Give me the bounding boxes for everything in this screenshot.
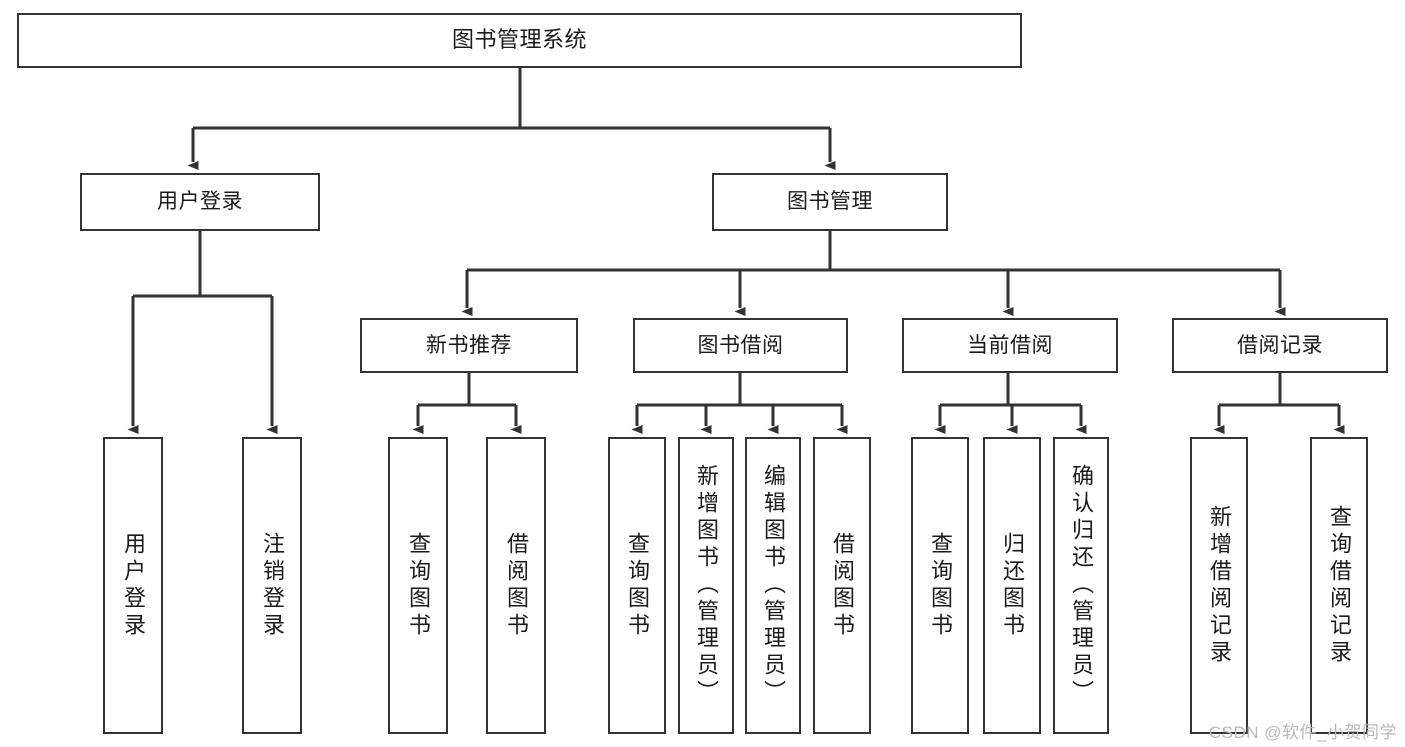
node-leaf-borrow-book-1[interactable]: 借阅图书 xyxy=(486,437,546,734)
node-root[interactable]: 图书管理系统 xyxy=(17,13,1022,68)
node-leaf-add-book-label: 新增图书（管理员） xyxy=(694,464,719,707)
node-leaf-query-book-1-label: 查询图书 xyxy=(406,531,431,640)
node-leaf-add-record[interactable]: 新增借阅记录 xyxy=(1190,437,1248,734)
node-leaf-query-book-2[interactable]: 查询图书 xyxy=(608,437,666,734)
node-leaf-return-book-label: 归还图书 xyxy=(1000,531,1025,640)
node-leaf-query-book-2-label: 查询图书 xyxy=(625,531,650,640)
node-leaf-borrow-book-1-label: 借阅图书 xyxy=(504,531,529,640)
node-leaf-return-book[interactable]: 归还图书 xyxy=(983,437,1041,734)
node-book-borrow[interactable]: 图书借阅 xyxy=(633,318,848,373)
node-leaf-query-book-3[interactable]: 查询图书 xyxy=(911,437,969,734)
node-leaf-query-book-1[interactable]: 查询图书 xyxy=(388,437,448,734)
node-current-borrow[interactable]: 当前借阅 xyxy=(902,318,1118,373)
node-leaf-query-book-3-label: 查询图书 xyxy=(928,531,953,640)
node-leaf-query-record[interactable]: 查询借阅记录 xyxy=(1310,437,1368,734)
node-leaf-add-book[interactable]: 新增图书（管理员） xyxy=(678,437,734,734)
node-borrow-record-label: 借阅记录 xyxy=(1237,333,1323,357)
node-leaf-edit-book[interactable]: 编辑图书（管理员） xyxy=(745,437,801,734)
node-root-label: 图书管理系统 xyxy=(451,27,587,53)
node-borrow-record[interactable]: 借阅记录 xyxy=(1172,318,1388,373)
node-leaf-query-record-label: 查询借阅记录 xyxy=(1327,504,1352,667)
node-leaf-logout[interactable]: 注销登录 xyxy=(242,437,302,734)
node-leaf-edit-book-label: 编辑图书（管理员） xyxy=(761,464,786,707)
node-new-book-rec[interactable]: 新书推荐 xyxy=(360,318,578,373)
node-leaf-borrow-book-2[interactable]: 借阅图书 xyxy=(813,437,871,734)
node-book-manage[interactable]: 图书管理 xyxy=(712,173,948,231)
node-leaf-user-login[interactable]: 用户登录 xyxy=(103,437,163,734)
node-leaf-user-login-label: 用户登录 xyxy=(121,531,146,640)
node-leaf-confirm-return-label: 确认归还（管理员） xyxy=(1069,464,1094,707)
node-book-borrow-label: 图书借阅 xyxy=(697,333,784,357)
node-user-login[interactable]: 用户登录 xyxy=(80,173,320,231)
node-book-manage-label: 图书管理 xyxy=(787,190,873,214)
node-current-borrow-label: 当前借阅 xyxy=(967,333,1053,357)
node-leaf-add-record-label: 新增借阅记录 xyxy=(1207,504,1232,667)
node-leaf-logout-label: 注销登录 xyxy=(260,531,285,640)
node-leaf-borrow-book-2-label: 借阅图书 xyxy=(830,531,855,640)
node-leaf-confirm-return[interactable]: 确认归还（管理员） xyxy=(1053,437,1109,734)
node-new-book-rec-label: 新书推荐 xyxy=(426,333,512,357)
node-user-login-label: 用户登录 xyxy=(157,190,243,214)
watermark: CSDN @软件_小贺同学 xyxy=(1208,723,1397,742)
